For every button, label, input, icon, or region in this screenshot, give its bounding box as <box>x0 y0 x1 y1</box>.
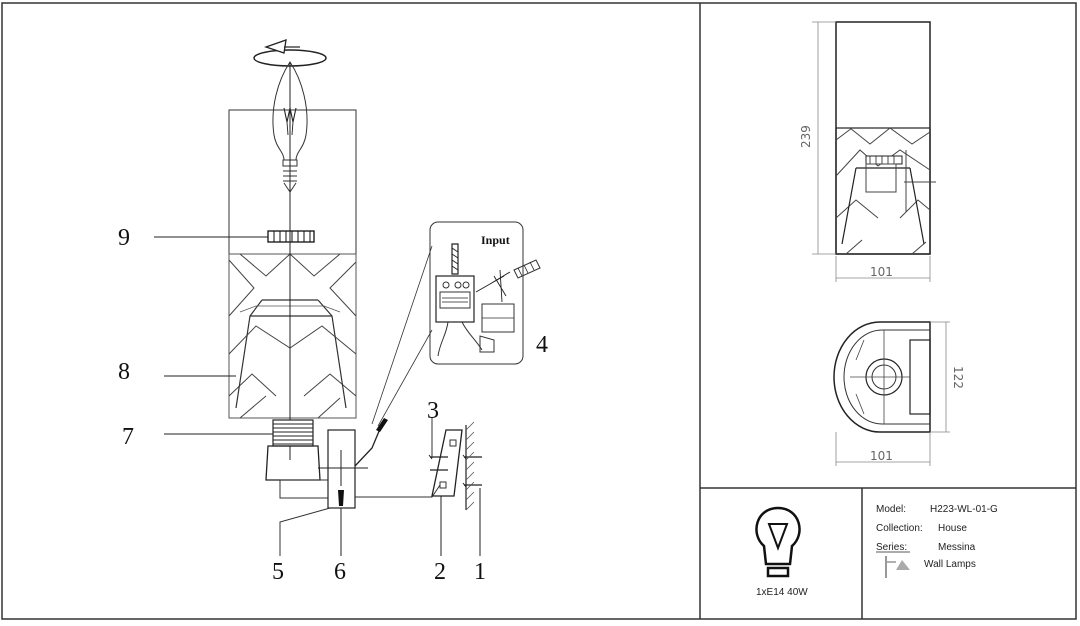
callout-8: 8 <box>118 359 130 385</box>
callout-4: 4 <box>536 332 548 358</box>
dimension-height: 239 <box>799 125 813 148</box>
dimension-depth: 122 <box>951 366 965 389</box>
bulb-icon <box>755 506 801 578</box>
callout-3: 3 <box>427 398 439 424</box>
dimension-width-top: 101 <box>870 449 893 463</box>
mounting-plate <box>431 429 463 497</box>
lamp-shade <box>228 109 357 419</box>
lamp-socket <box>265 419 329 499</box>
model-label: Model: <box>876 504 906 515</box>
collection-label: Collection: <box>876 523 923 534</box>
mounting-bracket <box>318 429 441 509</box>
info-block: Model: H223-WL-01-G Collection: House Se… <box>876 504 998 578</box>
wiring-input-label: Input <box>481 233 510 247</box>
callout-6: 6 <box>334 559 346 585</box>
callout-9: 9 <box>118 225 130 251</box>
callout-1: 1 <box>474 559 486 585</box>
leader-lines <box>154 236 481 556</box>
exploded-assembly-view: Input 9 8 7 4 3 5 6 2 1 <box>118 39 548 585</box>
front-view <box>812 21 936 282</box>
series-label: Series: <box>876 542 907 553</box>
series-value: Messina <box>938 542 976 553</box>
cable-connector <box>354 245 433 467</box>
callout-5: 5 <box>272 559 284 585</box>
wall-surface <box>465 421 475 511</box>
collection-value: House <box>938 523 967 534</box>
lamp-type-value: Wall Lamps <box>924 559 976 570</box>
callout-7: 7 <box>122 424 134 450</box>
model-value: H223-WL-01-G <box>930 504 998 515</box>
bulb-spec: 1xE14 40W <box>756 587 808 598</box>
ring-nut <box>267 230 315 243</box>
wall-lamp-icon <box>885 556 910 578</box>
wiring-detail-inset <box>429 221 541 365</box>
callout-2: 2 <box>434 559 446 585</box>
dimension-width-front: 101 <box>870 265 893 279</box>
top-view <box>833 321 950 466</box>
